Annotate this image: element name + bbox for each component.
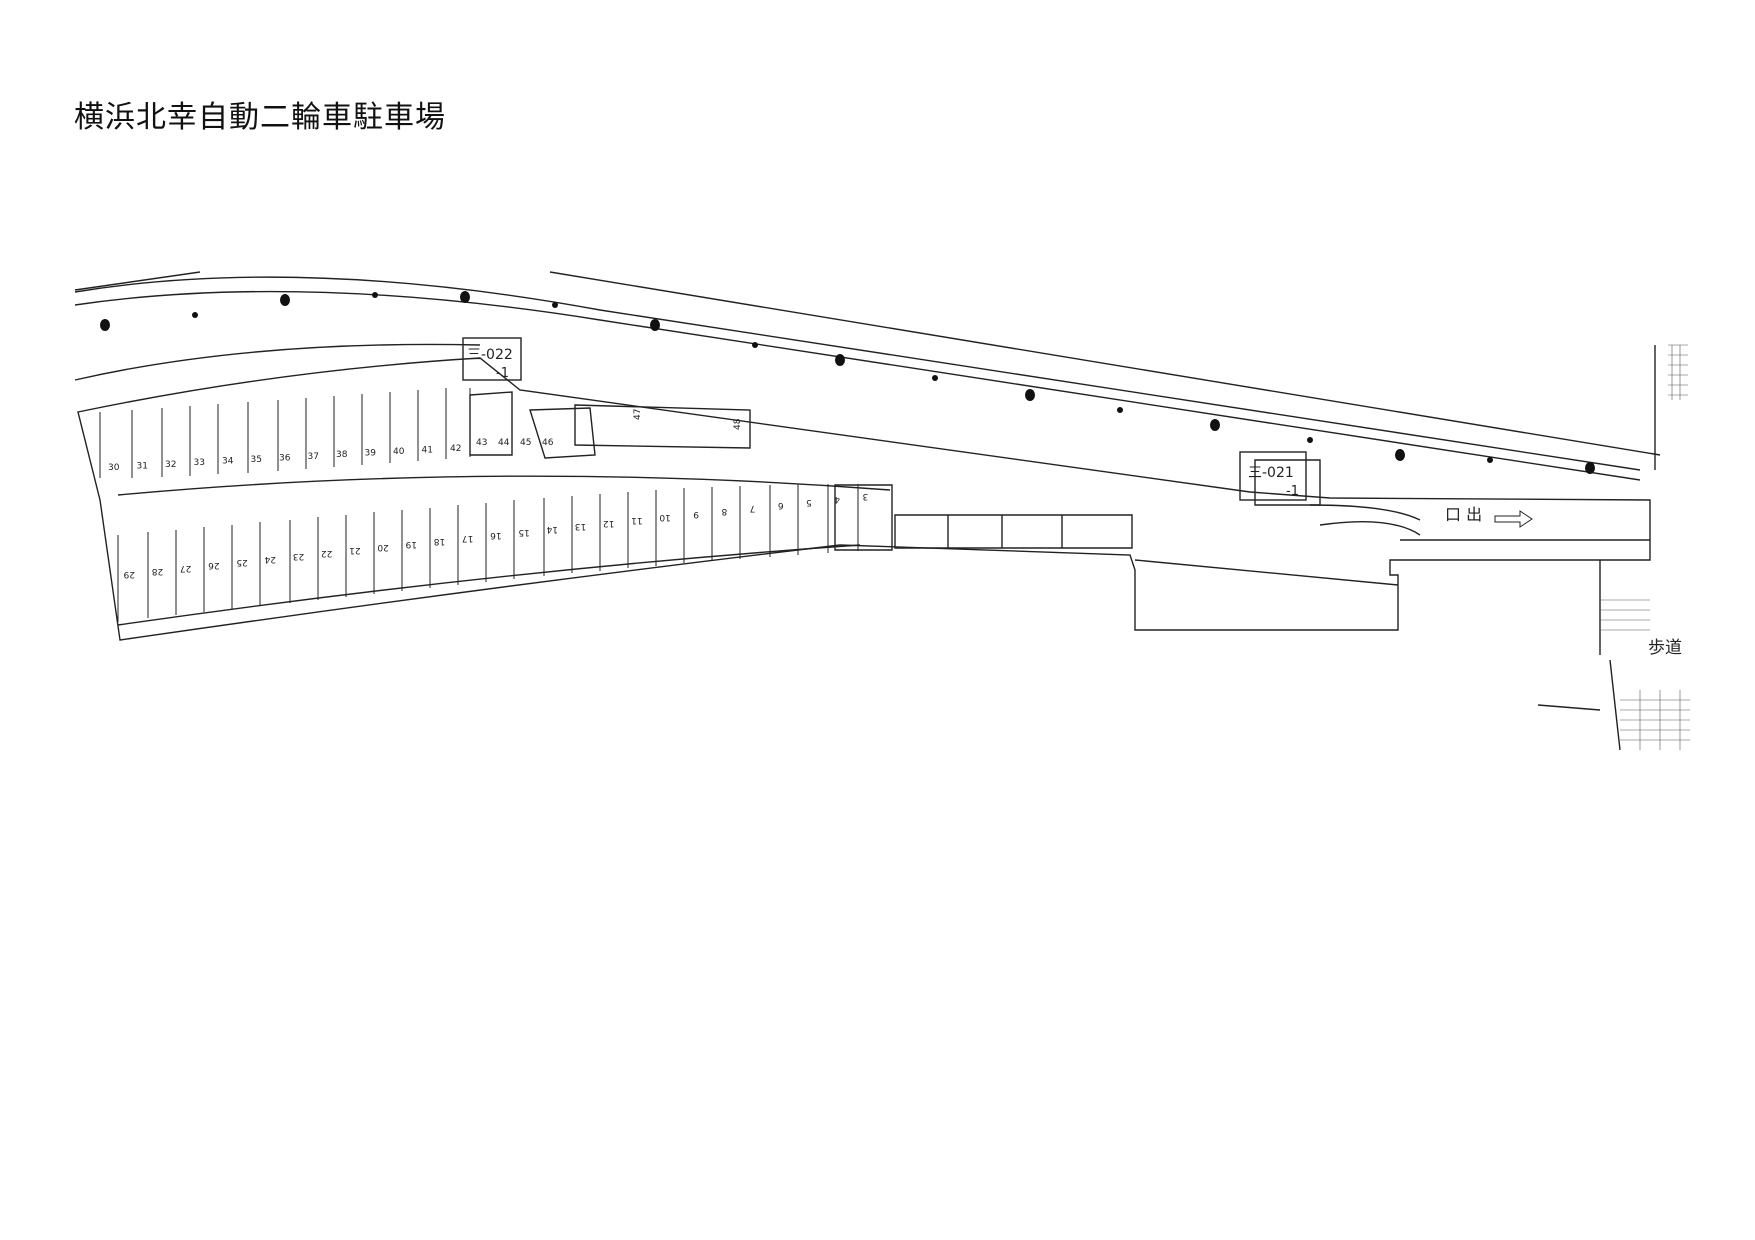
bollard-dot [1395, 449, 1405, 461]
stall-number: 38 [336, 450, 348, 460]
stall-number: 46 [542, 438, 554, 448]
bollard-dot [1117, 407, 1123, 413]
code-box-upper: 三-022 -1 [462, 337, 522, 381]
stall-number: 43 [476, 438, 487, 448]
stall-number: 17 [462, 533, 473, 543]
stall-lower-labels: 29 28 27 26 25 24 23 22 21 20 19 18 17 16 15 14 13 12 11 10… [123, 491, 868, 579]
stall-number: 27 [180, 563, 191, 573]
stall-number: 15 [518, 527, 529, 537]
stall-number: 13 [575, 521, 586, 531]
bollard-dot [1585, 462, 1595, 474]
stall-number: 29 [123, 569, 135, 579]
stall-number: 19 [405, 539, 417, 549]
stall-number: 23 [293, 551, 304, 561]
bollard-dot [1307, 437, 1313, 443]
stall-number: 25 [236, 557, 247, 567]
stall-number: 32 [165, 460, 176, 470]
entrance-label: 口 出 [1445, 505, 1482, 524]
bollard-dot [835, 354, 845, 366]
sidewalk-area: 歩道 [1537, 344, 1690, 751]
stall-number: 9 [693, 509, 699, 519]
stall-number: 6 [778, 500, 784, 510]
bollard-dot [1210, 419, 1220, 431]
bollard-dot [1025, 389, 1035, 401]
stall-number: 16 [490, 530, 502, 540]
stall-number: 28 [151, 566, 163, 576]
bollard-dot [460, 291, 470, 303]
stall-number: 18 [433, 536, 445, 546]
stall-number: 21 [349, 545, 360, 555]
bollard-dots [100, 291, 1595, 474]
stall-number: 5 [806, 497, 812, 507]
code-lower-label: 三-021 [1248, 465, 1294, 481]
stall-number: 34 [222, 457, 234, 467]
stall-number: 35 [251, 455, 262, 465]
stall-number: 30 [108, 463, 120, 473]
structure-outline [77, 357, 1651, 641]
page-title: 横浜北幸自動二輪車駐車場 [74, 100, 446, 135]
stall-right-labels: 47 48 [633, 409, 743, 430]
stall-number: 7 [750, 503, 756, 513]
stall-number: 4 [834, 494, 840, 504]
stall-number: 44 [498, 438, 510, 448]
stall-number: 31 [137, 461, 148, 471]
bollard-dot [932, 375, 938, 381]
stall-number: 8 [721, 506, 727, 516]
stall-number: 33 [194, 458, 205, 468]
code-upper-label: 三-022 [467, 347, 513, 363]
code-box-lower: 三-021 -1 [1239, 451, 1307, 501]
stall-number: 36 [279, 453, 291, 463]
stall-upper-labels: 30 31 32 33 34 35 36 37 38 39 40 41 42 [108, 444, 461, 473]
bollard-dot [372, 292, 378, 298]
road-lines [74, 271, 1661, 481]
stall-number: 3 [862, 491, 868, 501]
entrance-marker: 口 出 [1445, 505, 1533, 528]
stall-number: 26 [208, 560, 220, 570]
stall-number: 12 [603, 518, 614, 528]
stall-number: 45 [520, 438, 531, 448]
stall-number: 39 [365, 449, 377, 459]
stall-number: 37 [308, 452, 319, 462]
bollard-dot [650, 319, 660, 331]
stall-number: 20 [377, 542, 389, 552]
stall-number: 42 [450, 444, 461, 454]
stall-number: 24 [264, 554, 276, 564]
bollard-dot [1487, 457, 1493, 463]
bollard-dot [100, 319, 110, 331]
stall-number: 22 [321, 548, 332, 558]
stall-number: 10 [659, 512, 671, 522]
stall-number: 11 [631, 515, 642, 525]
code-lower-sub-label: -1 [1286, 484, 1299, 499]
bollard-dot [192, 312, 198, 318]
arrow-right-icon [1494, 510, 1533, 528]
stall-mid-labels: 43 44 45 46 [476, 438, 554, 448]
stall-number: 41 [422, 445, 433, 455]
code-upper-sub-label: -1 [496, 366, 509, 381]
stall-number: 40 [393, 447, 405, 457]
stall-lines [99, 388, 859, 622]
stall-number: 47 [633, 409, 643, 420]
bollard-dot [752, 342, 758, 348]
sidewalk-label: 歩道 [1648, 638, 1682, 658]
bollard-dot [552, 302, 558, 308]
bollard-dot [280, 294, 290, 306]
stall-number: 14 [546, 524, 558, 534]
stall-number: 48 [733, 418, 743, 430]
